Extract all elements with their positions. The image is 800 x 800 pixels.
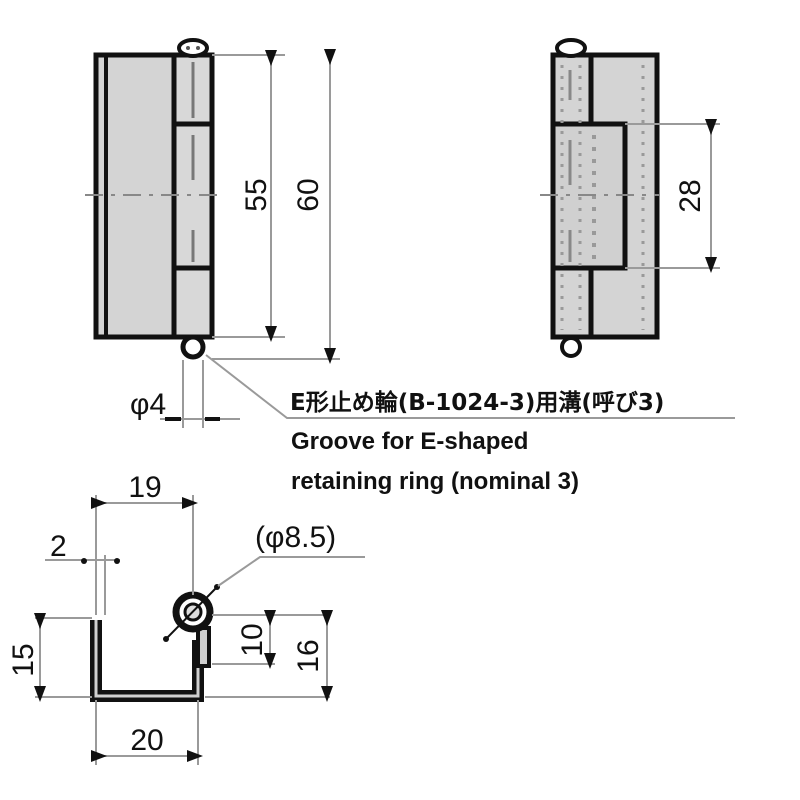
dim-60: 60 <box>292 178 325 211</box>
dim-28: 28 <box>674 179 707 212</box>
note-japanese: E形止め輪(B-1024-3)用溝(呼び3) <box>290 389 664 416</box>
dim-10: 10 <box>236 623 269 656</box>
dim-15: 15 <box>7 643 40 676</box>
note-english-line2: retaining ring (nominal 3) <box>291 468 579 495</box>
dim-pin-diameter: φ4 <box>130 388 166 421</box>
dim-55: 55 <box>240 178 273 211</box>
dim-19: 19 <box>128 471 161 504</box>
front-view: 55 60 φ4 <box>85 38 735 428</box>
section-view: (φ8.5) 19 2 15 10 16 20 <box>7 471 365 765</box>
note-english-line1: Groove for E-shaped <box>291 428 528 455</box>
dim-16: 16 <box>292 639 325 672</box>
dim-20: 20 <box>130 724 163 757</box>
groove-note: E形止め輪(B-1024-3)用溝(呼び3) Groove for E-shap… <box>290 389 664 495</box>
dim-knuckle-od: (φ8.5) <box>255 521 336 554</box>
back-view: 28 <box>540 38 720 358</box>
dim-2: 2 <box>50 530 67 563</box>
